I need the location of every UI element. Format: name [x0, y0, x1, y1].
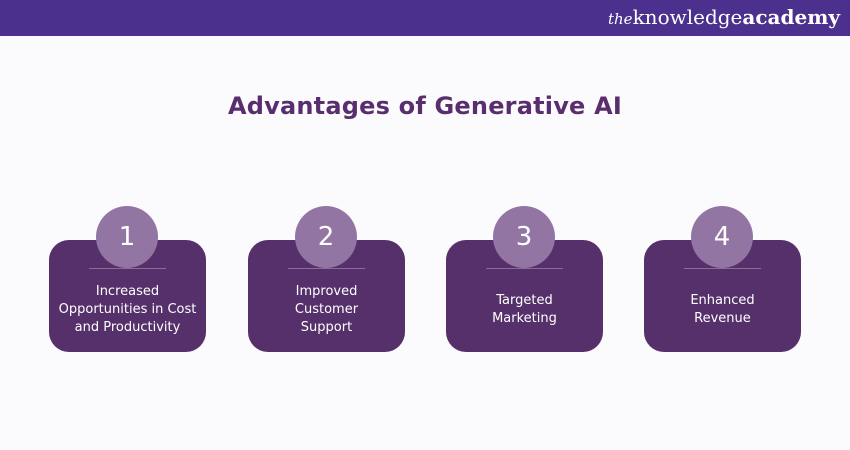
brand-logo-the: the [607, 10, 633, 28]
top-banner: theknowledgeacademy [0, 0, 850, 36]
advantage-label-container: Enhanced Revenue [644, 268, 801, 352]
number-badge-4: 4 [691, 206, 753, 268]
advantage-label-1: Increased Opportunities in Cost and Prod… [58, 284, 197, 335]
number-badge-1: 1 [96, 206, 158, 268]
card-divider [89, 268, 166, 269]
advantage-label-container: Improved Customer Support [248, 268, 405, 352]
brand-logo-academy: academy [742, 5, 840, 29]
advantage-label-container: Targeted Marketing [446, 268, 603, 352]
page-title: Advantages of Generative AI [228, 92, 622, 120]
advantage-label-2: Improved Customer Support [294, 284, 359, 335]
card-divider [288, 268, 365, 269]
number-badge-3: 3 [493, 206, 555, 268]
brand-logo-knowledge: knowledge [632, 5, 743, 29]
card-divider [486, 268, 563, 269]
brand-logo: theknowledgeacademy [608, 5, 840, 31]
advantage-label-3: Targeted Marketing [492, 293, 557, 326]
advantage-label-4: Enhanced Revenue [690, 293, 755, 326]
card-divider [684, 268, 761, 269]
advantage-label-container: Increased Opportunities in Cost and Prod… [49, 268, 206, 352]
number-badge-2: 2 [295, 206, 357, 268]
